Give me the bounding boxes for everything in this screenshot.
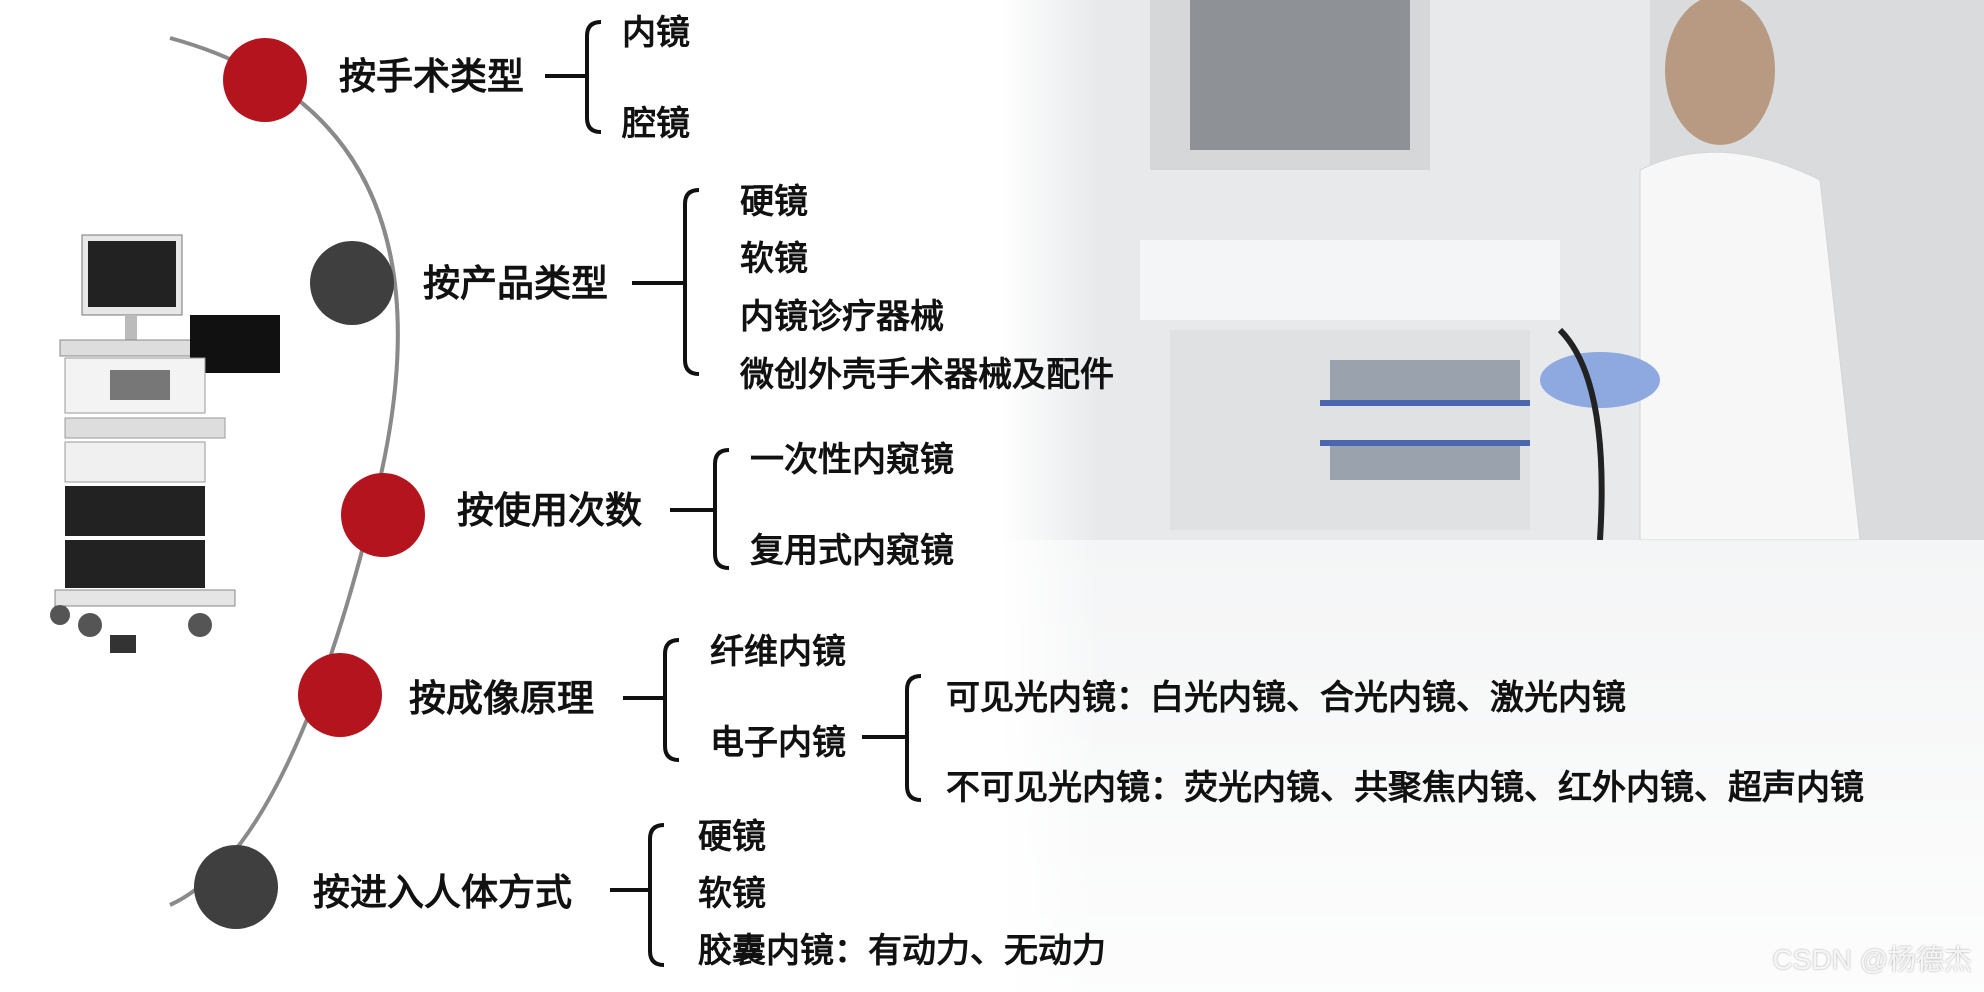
node-circle-5 xyxy=(194,845,278,929)
category-1-item-1: 内镜 xyxy=(622,13,690,53)
category-3-item-1: 一次性内窥镜 xyxy=(750,440,954,480)
bracket-category-2 xyxy=(632,188,700,376)
node-circle-1 xyxy=(223,38,307,122)
bracket-category-4 xyxy=(623,638,680,762)
category-label-3: 按使用次数 xyxy=(457,489,642,532)
category-label-5: 按进入人体方式 xyxy=(313,871,572,914)
category-2-item-4: 微创外壳手术器械及配件 xyxy=(740,355,1114,395)
category-2-item-1: 硬镜 xyxy=(740,182,808,222)
category-1-item-2: 腔镜 xyxy=(622,104,690,144)
category-2-item-3: 内镜诊疗器械 xyxy=(740,297,944,337)
category-5-item-1: 硬镜 xyxy=(698,817,766,857)
bracket-category-3 xyxy=(670,448,730,570)
timeline-arc xyxy=(169,36,400,907)
endoscope-cart-image xyxy=(50,234,280,653)
bracket-category-1 xyxy=(545,20,602,134)
category-4-item-2: 电子内镜 xyxy=(710,723,846,763)
category-3-item-2: 复用式内窥镜 xyxy=(750,531,954,571)
category-4-item-1: 纤维内镜 xyxy=(710,632,846,672)
node-circle-4 xyxy=(298,653,382,737)
category-5-item-3: 胶囊内镜：有动力、无动力 xyxy=(698,931,1106,971)
bracket-category-5 xyxy=(610,823,665,967)
category-4-subitem-1: 可见光内镜：白光内镜、合光内镜、激光内镜 xyxy=(946,678,1626,718)
category-label-4: 按成像原理 xyxy=(409,677,594,720)
category-2-item-2: 软镜 xyxy=(740,239,808,279)
watermark: CSDN @杨德杰 xyxy=(1772,944,1972,975)
node-circle-2 xyxy=(310,241,394,325)
category-4-subitem-2: 不可见光内镜：荧光内镜、共聚焦内镜、红外内镜、超声内镜 xyxy=(946,768,1864,808)
bracket-category-4-sub xyxy=(862,674,922,802)
category-label-2: 按产品类型 xyxy=(423,262,608,305)
node-circle-3 xyxy=(341,473,425,557)
category-label-1: 按手术类型 xyxy=(339,55,524,98)
category-5-item-2: 软镜 xyxy=(698,874,766,914)
